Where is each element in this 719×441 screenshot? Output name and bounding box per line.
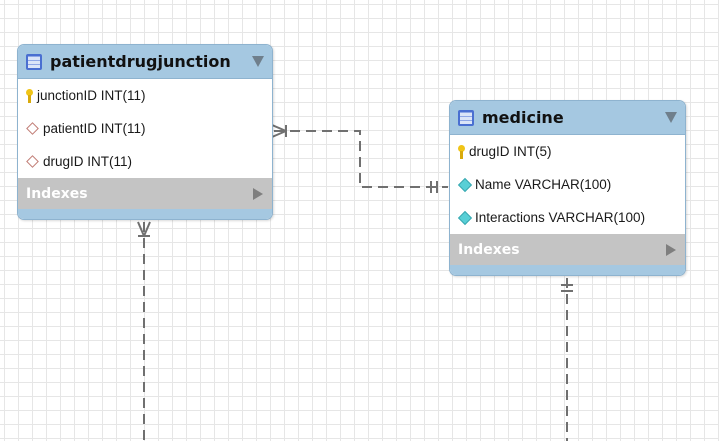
table-title: patientdrugjunction — [50, 52, 231, 71]
expand-arrow-icon[interactable] — [666, 243, 676, 256]
collapse-arrow-icon[interactable] — [252, 56, 264, 67]
indexes-bar[interactable]: Indexes — [450, 234, 685, 265]
column-row[interactable]: Name VARCHAR(100) — [450, 168, 685, 201]
table-icon — [26, 53, 42, 70]
table-footer — [450, 265, 685, 275]
foreign-key-icon — [26, 122, 39, 135]
not-null-column-icon — [457, 177, 473, 192]
indexes-label: Indexes — [26, 185, 88, 202]
crows-foot-many-marker — [271, 124, 287, 138]
one-marker-vertical — [561, 284, 573, 292]
one-marker — [430, 181, 438, 193]
column-label: drugID INT(5) — [469, 144, 552, 159]
foreign-key-icon — [26, 155, 39, 168]
primary-key-icon — [26, 88, 33, 103]
table-title: medicine — [482, 108, 564, 127]
column-label: drugID INT(11) — [43, 154, 133, 169]
collapse-arrow-icon[interactable] — [665, 112, 677, 123]
crows-foot-many-marker-vertical — [137, 221, 151, 237]
column-label: patientID INT(11) — [43, 121, 146, 136]
table-header[interactable]: medicine — [450, 101, 685, 135]
column-row[interactable]: drugID INT(5) — [450, 135, 685, 168]
expand-arrow-icon[interactable] — [253, 187, 263, 200]
column-row[interactable]: junctionID INT(11) — [18, 79, 272, 112]
table-footer — [18, 209, 272, 219]
indexes-label: Indexes — [458, 241, 520, 258]
relationship-line-junction-medicine[interactable] — [274, 130, 448, 188]
column-row[interactable]: drugID INT(11) — [18, 145, 272, 178]
table-icon — [458, 109, 474, 126]
table-patientdrugjunction[interactable]: patientdrugjunction junctionID INT(11) p… — [17, 44, 273, 220]
table-header[interactable]: patientdrugjunction — [18, 45, 272, 79]
column-label: Name VARCHAR(100) — [475, 177, 612, 192]
column-row[interactable]: Interactions VARCHAR(100) — [450, 201, 685, 234]
primary-key-icon — [458, 144, 465, 159]
column-label: Interactions VARCHAR(100) — [475, 210, 646, 225]
not-null-column-icon — [457, 210, 473, 225]
column-row[interactable]: patientID INT(11) — [18, 112, 272, 145]
table-medicine[interactable]: medicine drugID INT(5) Name VARCHAR(100)… — [449, 100, 686, 276]
column-label: junctionID INT(11) — [37, 88, 146, 103]
indexes-bar[interactable]: Indexes — [18, 178, 272, 209]
